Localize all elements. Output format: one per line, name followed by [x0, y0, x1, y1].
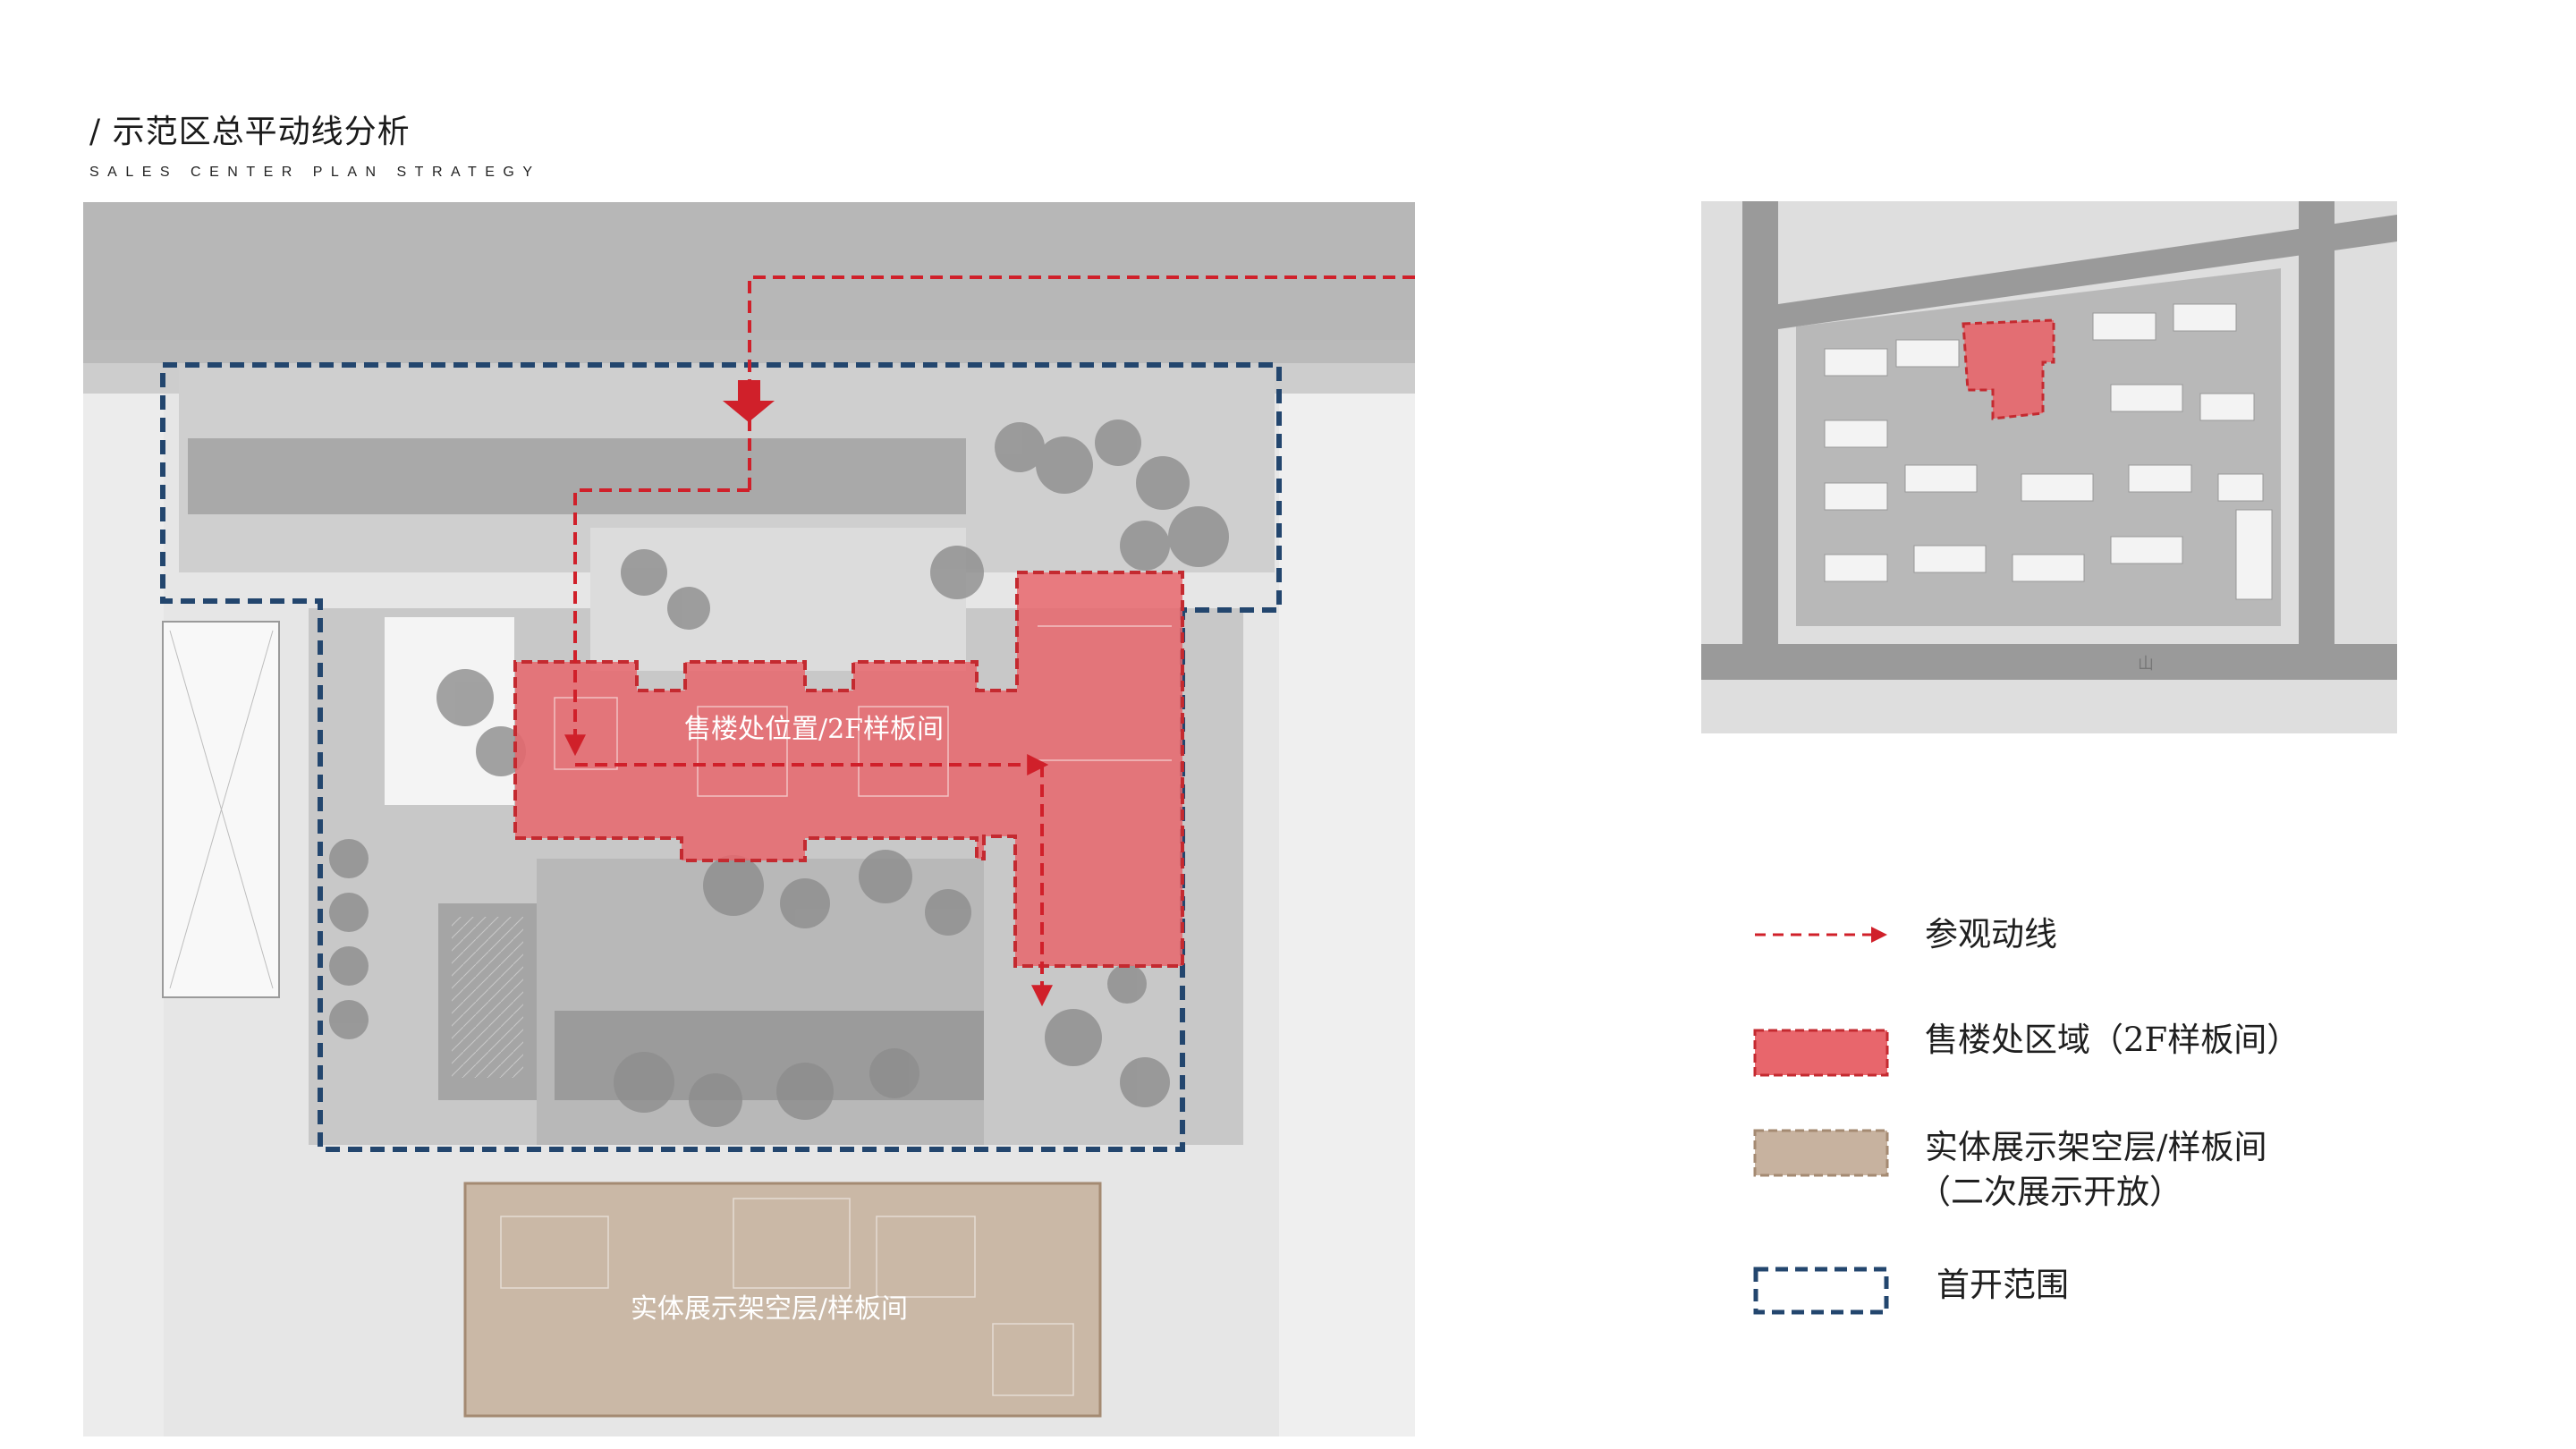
legend-showroom-label: 实体展示架空层/样板间 （二次展示开放） [1918, 1125, 2267, 1215]
key-map: 山 [1701, 201, 2397, 733]
header: / 示范区总平动线分析 SALES CENTER PLAN STRATEGY [89, 106, 541, 181]
sales-center-room-lines [554, 625, 1172, 797]
legend-route-icon [1755, 927, 1887, 943]
sales-center-area [513, 571, 1184, 968]
legend-first-phase-label: 首开范围 [1936, 1266, 2069, 1304]
legend-showroom-line1: 实体展示架空层/样板间 [1925, 1128, 2267, 1166]
road-label: 山 [2138, 655, 2154, 674]
legend-showroom-line2: （二次展示开放） [1918, 1173, 2182, 1211]
page-title: / 示范区总平动线分析 [89, 114, 411, 150]
key-map-sales-location [1962, 318, 2055, 420]
legend-showroom-swatch [1753, 1129, 1889, 1177]
showroom-label: 实体展示架空层/样板间 [631, 1293, 908, 1325]
legend-first-phase-swatch [1753, 1267, 1889, 1315]
sales-center-label: 售楼处位置/2F样板间 [684, 714, 944, 745]
page-subtitle: SALES CENTER PLAN STRATEGY [89, 165, 541, 180]
showroom-area [463, 1182, 1102, 1418]
legend-sales-label: 售楼处区域（2F样板间） [1925, 1021, 2301, 1059]
legend-route-label: 参观动线 [1925, 915, 2057, 953]
showroom-room-lines [500, 1198, 1074, 1396]
first-phase-scope [160, 362, 1282, 1152]
legend-sales-swatch [1753, 1029, 1889, 1077]
entrance-arrow [723, 380, 775, 422]
